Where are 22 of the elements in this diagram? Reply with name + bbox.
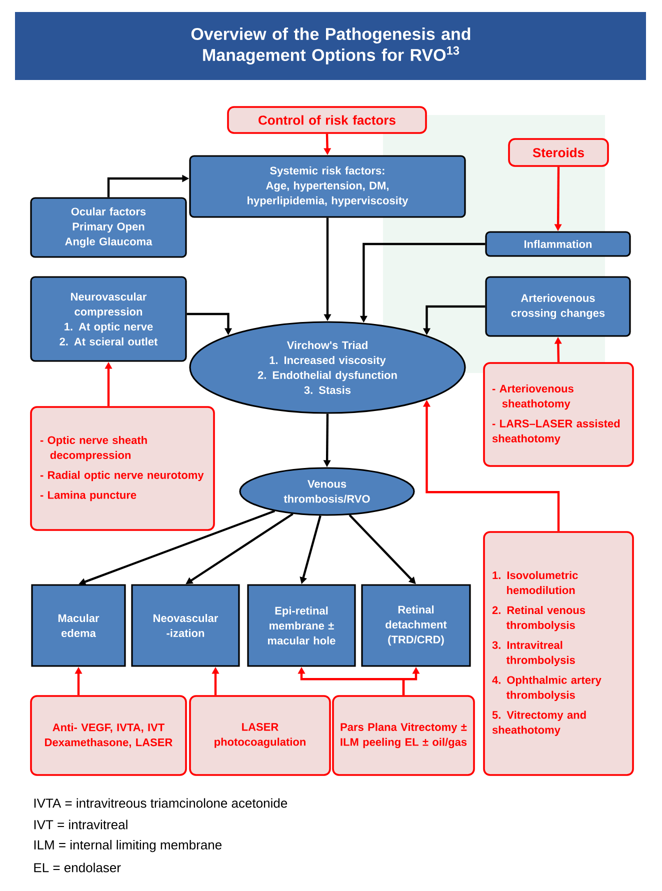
- process-box: Arteriovenous crossing changes: [485, 276, 631, 337]
- treatment-box: LASER photocoagulation: [189, 695, 331, 776]
- process-box: Neurovascular compression 1. At optic nerve 2. At scieral outlet: [30, 276, 187, 362]
- treatment-box: Pars Plana Vitrectomy ± ILM peeling EL ± oil/gas: [332, 695, 475, 776]
- process-box: Ocular factors Primary Open Angle Glaucoma: [30, 197, 187, 258]
- abbreviation-note: EL = endolaser: [34, 862, 121, 872]
- outcome-box: Macular edema: [31, 584, 126, 667]
- treatment-box: - Arteriovenous sheathotomy - LARS–LASER assisted sheathotomy: [483, 362, 634, 467]
- title-banner: Overview of the Pathogenesis and Management Options for RVO$^{13}$: [15, 12, 646, 80]
- abbreviation-note: IVTA = intravitreous triamcinolone acetonide: [34, 798, 288, 808]
- process-box: Inflammation: [485, 231, 631, 257]
- outcome-box: Epi-retinal membrane ± macular hole: [247, 584, 356, 667]
- abbreviation-note: ILM = internal limiting membrane: [34, 840, 222, 852]
- treatment-box: 1. Isovolumetric hemodilution 2. Retinal venous thrombolysis 3. Intravitreal thrombolysis 4. Ophthalmic artery thrombolysis 5. Vitrectomy and sheathotomy: [483, 531, 634, 776]
- process-box: Systemic risk factors: Age, hypertension, DM, hyperlipidemia, hyperviscosity: [189, 155, 466, 218]
- treatment-box: Steroids: [508, 138, 609, 167]
- outcome-box: Neovascular -ization: [131, 584, 240, 667]
- treatment-box: Control of risk factors: [227, 106, 427, 134]
- treatment-box: - Optic nerve sheath decompression - Radial optic nerve neurotomy - Lamina puncture: [30, 406, 215, 531]
- abbreviation-note: IVT = intravitreal: [34, 820, 128, 830]
- treatment-box: Anti- VEGF, IVTA, IVT Dexamethasone, LASER: [30, 695, 187, 776]
- outcome-box: Retinal detachment (TRD/CRD): [361, 584, 471, 667]
